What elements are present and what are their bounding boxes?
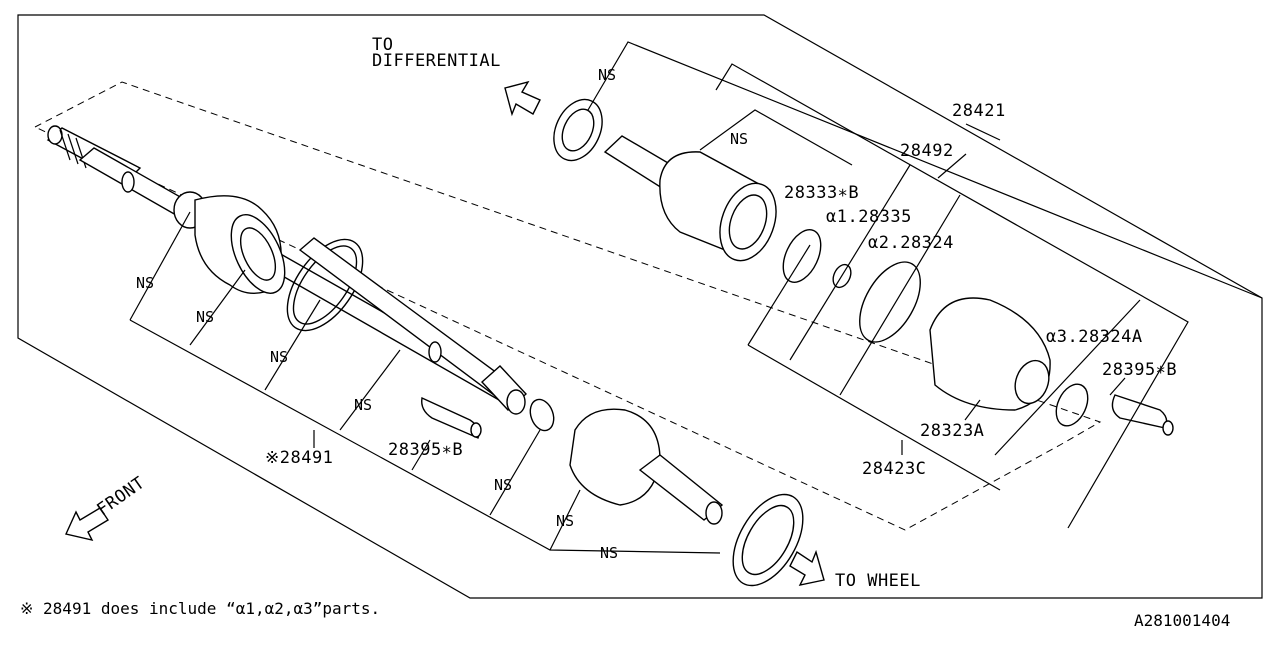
part-28423C: 28423C [862, 459, 926, 479]
part-a3-28324A: α3.28324A [1046, 327, 1143, 347]
arrow-to-differential-icon [504, 80, 541, 117]
diagram-id: A281001404 [1134, 611, 1230, 630]
callout-lines [129, 41, 1263, 554]
label-to-differential-line2: DIFFERENTIAL [372, 51, 501, 71]
part-28491: ※28491 [265, 448, 333, 468]
ns-label: NS [354, 396, 372, 414]
ns-label: NS [556, 512, 574, 530]
ns-label: NS [600, 544, 618, 562]
part-28323A: 28323A [920, 421, 984, 441]
label-to-differential-line1: TO [372, 35, 393, 55]
footnote: ※ 28491 does include “α1,α2,α3”parts. [20, 599, 380, 618]
diagram-frame [17, 14, 1263, 599]
ns-label: NS [270, 348, 288, 366]
part-28333B: 28333∗B [784, 183, 859, 203]
assembly-dashed-outline-left [34, 81, 1102, 531]
ns-label: NS [730, 130, 748, 148]
ns-label: NS [598, 66, 616, 84]
arrow-front-icon [65, 507, 109, 542]
part-28395B-right: 28395∗B [1102, 360, 1177, 380]
part-a2-28324: α2.28324 [868, 233, 954, 253]
ns-label: NS [494, 476, 512, 494]
inner-joint-parts [553, 98, 1174, 436]
ns-label: NS [136, 274, 154, 292]
ns-label: NS [196, 308, 214, 326]
part-28492: 28492 [900, 141, 954, 161]
part-a1-28335: α1.28335 [826, 207, 912, 227]
label-to-wheel: TO WHEEL [835, 571, 921, 591]
part-28395B-left: 28395∗B [388, 440, 463, 460]
label-front: FRONT [93, 473, 148, 520]
part-28421: 28421 [952, 101, 1006, 121]
arrow-to-wheel-icon [789, 549, 825, 586]
